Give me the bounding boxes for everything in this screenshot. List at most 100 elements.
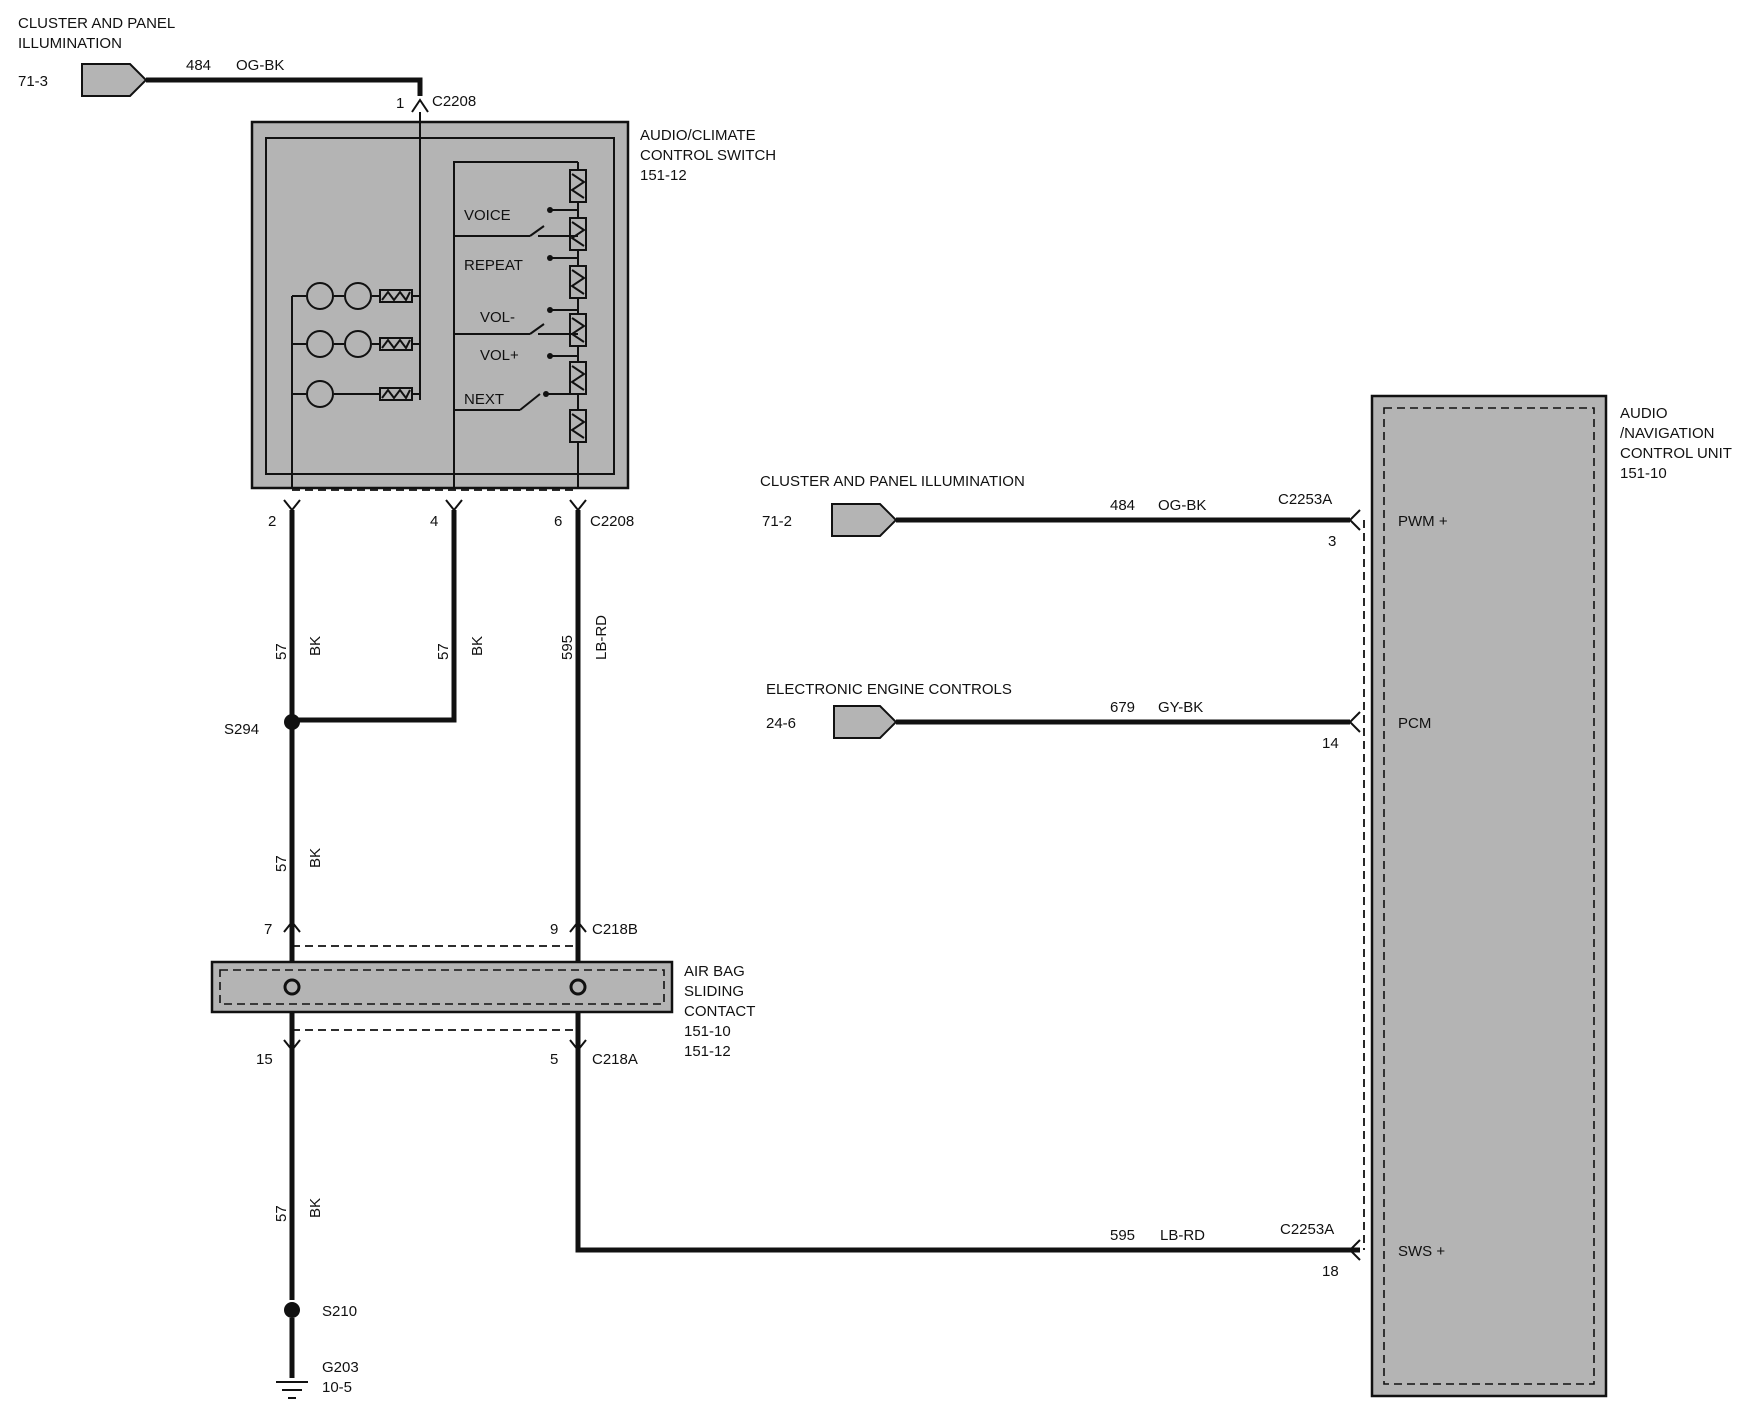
connector-c2253a-pin18-symbol (1348, 1239, 1361, 1261)
splice-s210-label: S210 (322, 1303, 357, 1320)
wire-57-label-d: 57 BK (273, 1198, 324, 1222)
audio-climate-control-switch: AUDIO/CLIMATE CONTROL SWITCH 151-12 (250, 112, 776, 490)
wire-57-circuit-a: 57 (273, 643, 290, 660)
c218b-pin9-label: 9 (550, 921, 558, 938)
wire-57-label-c: 57 BK (273, 848, 324, 872)
wire-484-circuit-top: 484 (186, 57, 211, 74)
steering-buttons: VOICE REPEAT VOL- VOL+ NEXT (453, 161, 587, 488)
switch-contact-icon (529, 323, 545, 335)
switch-housing (250, 120, 630, 490)
connector-arrow-engine (833, 705, 898, 739)
pin3-number: 3 (1328, 533, 1336, 550)
wire-484-top (146, 77, 423, 96)
nav-unit-housing (1370, 394, 1608, 1398)
airbag-ref-2: 151-12 (684, 1043, 731, 1060)
splice-s294-dot (284, 714, 300, 730)
connector-c218b-pin9-symbol (569, 920, 587, 933)
wire-57-color-a: BK (307, 636, 324, 656)
wire-679-color: GY-BK (1158, 699, 1203, 716)
c218b-pin7-label: 7 (264, 921, 272, 938)
wire-57-color-d: BK (307, 1198, 324, 1218)
wire-595-lb-rd (575, 510, 1360, 1253)
switch-inner-border (265, 137, 615, 475)
led-icon (344, 330, 372, 358)
sliding-contact-icon (283, 978, 301, 996)
wire-57-label-b: 57 BK (435, 636, 486, 660)
cluster-top-title-2: ILLUMINATION (18, 35, 122, 52)
wire-595-label-a: 595 LB-RD (559, 615, 610, 660)
cluster-illumination-source-top: CLUSTER AND PANEL ILLUMINATION 71-3 484 … (18, 15, 284, 97)
resistor-zigzag (381, 388, 411, 400)
wire-57-color-b: BK (469, 636, 486, 656)
resistor-zigzag (381, 338, 411, 350)
buttons-common-bus (453, 161, 578, 488)
cluster-top-ref: 71-3 (18, 73, 48, 90)
switch-contact-icon (529, 225, 545, 237)
nav-unit-title-2: /NAVIGATION (1620, 425, 1714, 442)
wire-57-circuit-b: 57 (435, 643, 452, 660)
wire-57-label-a: 57 BK (273, 636, 324, 660)
pin18-number: 18 (1322, 1263, 1339, 1280)
ladder-zigzags (570, 173, 586, 439)
airbag-title-2: SLIDING (684, 983, 744, 1000)
nav-unit-inner-dash (1383, 407, 1595, 1385)
c2208-pin2-label: 2 (268, 513, 276, 530)
wire-57-pin4 (292, 510, 457, 723)
connector-c2208-pin4-symbol (445, 499, 463, 512)
c218a-pin5-label: 5 (550, 1051, 558, 1068)
ground-g203-label: G203 (322, 1359, 359, 1376)
wire-57-circuit-d: 57 (273, 1205, 290, 1222)
button-vol-minus-label: VOL- (480, 309, 515, 326)
button-vol-plus-label: VOL+ (480, 347, 519, 364)
led-icon (306, 330, 334, 358)
led-icon (306, 282, 334, 310)
wire-57-circuit-c: 57 (273, 855, 290, 872)
wire-595-color-a: LB-RD (593, 615, 610, 660)
resistor-zigzag (381, 290, 411, 302)
connector-c2208-pin1-symbol (411, 98, 429, 113)
wire-595-circuit-a: 595 (559, 635, 576, 660)
led-icon (344, 282, 372, 310)
audio-navigation-control-unit: AUDIO /NAVIGATION CONTROL UNIT 151-10 PW… (1370, 394, 1732, 1398)
connector-c2253a-pin14-symbol (1348, 711, 1361, 733)
button-next-label: NEXT (464, 391, 504, 408)
c2253a-label-bottom: C2253A (1280, 1221, 1334, 1238)
connector-c218a-pin15-symbol (283, 1039, 301, 1052)
ground-icon (276, 1381, 308, 1399)
c2208-top-label: C2208 (432, 93, 476, 110)
c2208-bottom-label: C2208 (590, 513, 634, 530)
c218a-label: C218A (592, 1051, 638, 1068)
connector-c218b-pin7-symbol (283, 920, 301, 933)
c218b-label: C218B (592, 921, 638, 938)
switch-title-2: CONTROL SWITCH (640, 147, 776, 164)
engine-title: ELECTRONIC ENGINE CONTROLS (766, 681, 1012, 698)
switch-ref: 151-12 (640, 167, 687, 184)
c2208-pin4-label: 4 (430, 513, 438, 530)
button-voice-label: VOICE (464, 207, 511, 224)
engine-controls-source: ELECTRONIC ENGINE CONTROLS 24-6 679 GY-B… (766, 681, 1203, 739)
connector-c2208-pin2-symbol (283, 499, 301, 512)
airbag-title-3: CONTACT (684, 1003, 755, 1020)
splice-s294-label: S294 (224, 721, 259, 738)
nav-unit-ref: 151-10 (1620, 465, 1667, 482)
c2208-pin1-label: 1 (396, 95, 404, 112)
connector-c218a-pin5-symbol (569, 1039, 587, 1052)
cluster-right-title: CLUSTER AND PANEL ILLUMINATION (760, 473, 1025, 490)
c218a-pin15-label: 15 (256, 1051, 273, 1068)
wire-595-color-b: LB-RD (1160, 1227, 1205, 1244)
sliding-contact-icon (569, 978, 587, 996)
splice-s210-dot (284, 1302, 300, 1318)
switch-contact-icon (519, 393, 541, 411)
wire-57-color-c: BK (307, 848, 324, 868)
led-icon (306, 380, 334, 408)
illumination-lamps (291, 282, 420, 488)
button-repeat-label: REPEAT (464, 257, 523, 274)
nav-pin-pwm-label: PWM + (1398, 513, 1448, 530)
airbag-ref-1: 151-10 (684, 1023, 731, 1040)
airbag-inner-dash (219, 969, 665, 1005)
c2208-pin6-label: 6 (554, 513, 562, 530)
pin14-number: 14 (1322, 735, 1339, 752)
connector-c2253a-pin3-symbol (1348, 509, 1361, 531)
nav-pin-sws-label: SWS + (1398, 1243, 1445, 1260)
